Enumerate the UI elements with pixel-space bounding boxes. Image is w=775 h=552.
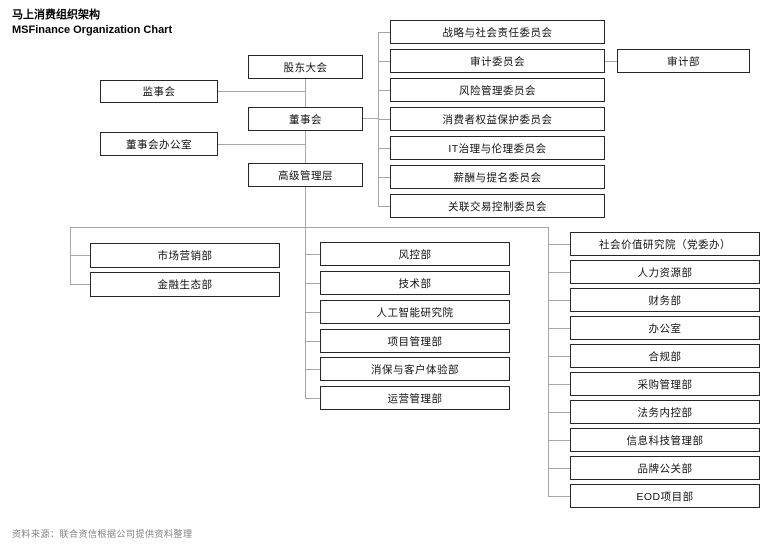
node-risk-management-committee: 风险管理委员会 <box>390 78 605 102</box>
source-note: 资料来源：联合资信根据公司提供资料整理 <box>12 530 193 540</box>
node-audit-department: 审计部 <box>617 49 750 73</box>
connector <box>548 384 570 385</box>
node-social-value-institute: 社会价值研究院（党委办） <box>570 232 760 256</box>
connector <box>305 312 320 313</box>
connector <box>305 283 320 284</box>
node-ai-research-institute: 人工智能研究院 <box>320 300 510 324</box>
node-risk-control-dept: 风控部 <box>320 242 510 266</box>
connector <box>70 227 71 285</box>
node-legal-internal-control-dept: 法务内控部 <box>570 400 760 424</box>
node-it-governance-ethics-committee: IT治理与伦理委员会 <box>390 136 605 160</box>
connector <box>305 187 306 398</box>
connector <box>548 412 570 413</box>
node-senior-management: 高级管理层 <box>248 163 363 187</box>
node-audit-committee: 审计委员会 <box>390 49 605 73</box>
node-marketing-dept: 市场营销部 <box>90 243 280 268</box>
connector <box>218 144 305 145</box>
connector <box>378 177 390 178</box>
connector <box>378 32 390 33</box>
connector <box>548 328 570 329</box>
connector <box>378 90 390 91</box>
node-project-management-dept: 项目管理部 <box>320 329 510 353</box>
node-eod-project-dept: EOD项目部 <box>570 484 760 508</box>
connector <box>305 341 320 342</box>
connector <box>378 206 390 207</box>
connector <box>548 244 570 245</box>
connector <box>70 255 90 256</box>
page-title: 马上消费组织架构 MSFinance Organization Chart <box>12 8 172 38</box>
connector <box>548 300 570 301</box>
connector <box>548 496 570 497</box>
connector <box>548 468 570 469</box>
node-board-of-directors: 董事会 <box>248 107 363 131</box>
connector <box>548 227 549 497</box>
node-remuneration-nomination-committee: 薪酬与提名委员会 <box>390 165 605 189</box>
node-procurement-dept: 采购管理部 <box>570 372 760 396</box>
connector <box>305 79 306 107</box>
connector <box>363 118 378 119</box>
node-hr-dept: 人力资源部 <box>570 260 760 284</box>
node-consumer-rights-committee: 消费者权益保护委员会 <box>390 107 605 131</box>
node-financial-ecosystem-dept: 金融生态部 <box>90 272 280 297</box>
node-general-office: 办公室 <box>570 316 760 340</box>
connector <box>70 227 548 228</box>
connector <box>378 119 390 120</box>
node-board-office: 董事会办公室 <box>100 132 218 156</box>
connector <box>605 61 617 62</box>
connector <box>548 440 570 441</box>
connector <box>548 356 570 357</box>
node-supervisory-board: 监事会 <box>100 80 218 103</box>
title-chinese: 马上消费组织架构 <box>12 9 100 21</box>
node-operations-management-dept: 运营管理部 <box>320 386 510 410</box>
title-english: MSFinance Organization Chart <box>12 23 173 36</box>
connector <box>378 61 390 62</box>
connector <box>548 272 570 273</box>
connector <box>305 254 320 255</box>
node-related-transaction-control-committee: 关联交易控制委员会 <box>390 194 605 218</box>
node-brand-pr-dept: 品牌公关部 <box>570 456 760 480</box>
connector <box>305 369 320 370</box>
node-consumer-protection-cx-dept: 消保与客户体验部 <box>320 357 510 381</box>
connector <box>305 398 320 399</box>
node-it-management-dept: 信息科技管理部 <box>570 428 760 452</box>
node-strategy-csr-committee: 战略与社会责任委员会 <box>390 20 605 44</box>
node-compliance-dept: 合规部 <box>570 344 760 368</box>
node-technology-dept: 技术部 <box>320 271 510 295</box>
connector <box>305 131 306 163</box>
connector <box>70 284 90 285</box>
node-finance-dept: 财务部 <box>570 288 760 312</box>
node-shareholders-meeting: 股东大会 <box>248 55 363 79</box>
connector <box>378 148 390 149</box>
connector <box>218 91 305 92</box>
